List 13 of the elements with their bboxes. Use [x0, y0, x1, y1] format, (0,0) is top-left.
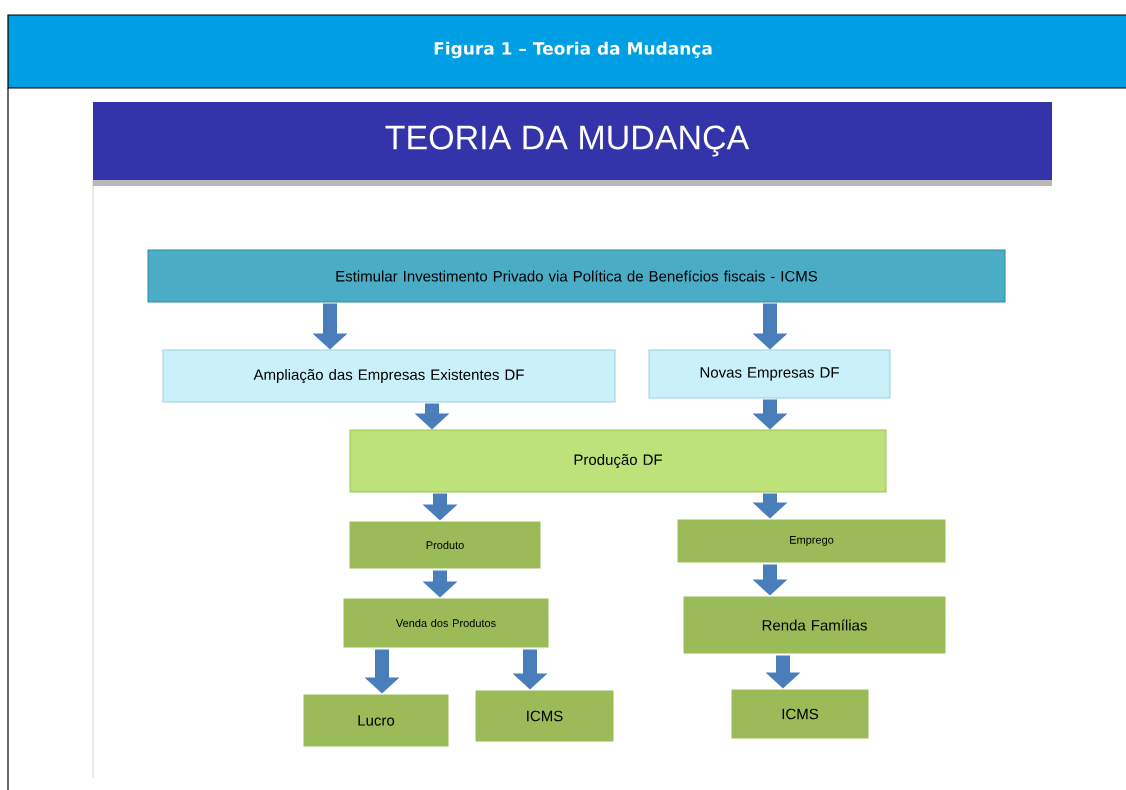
process-box: Venda dos Produtos — [342, 597, 550, 649]
process-box: Produção DF — [349, 429, 887, 493]
process-box: ICMS — [730, 688, 870, 740]
process-box: ICMS — [474, 689, 615, 743]
process-box: Produto — [348, 520, 542, 570]
slide-banner: TEORIA DA MUDANÇA — [93, 102, 1052, 186]
process-box: Emprego — [676, 518, 947, 564]
process-box: Renda Famílias — [682, 595, 947, 655]
process-box: Estimular Investimento Privado via Política de Benefícios fiscais - ICMS — [147, 249, 1006, 303]
process-box: Novas Empresas DF — [648, 349, 891, 399]
figure-title: Figura 1 – Teoria da Mudança — [434, 41, 712, 59]
process-box: Ampliação das Empresas Existentes DF — [162, 349, 616, 403]
process-box: Lucro — [302, 693, 450, 748]
